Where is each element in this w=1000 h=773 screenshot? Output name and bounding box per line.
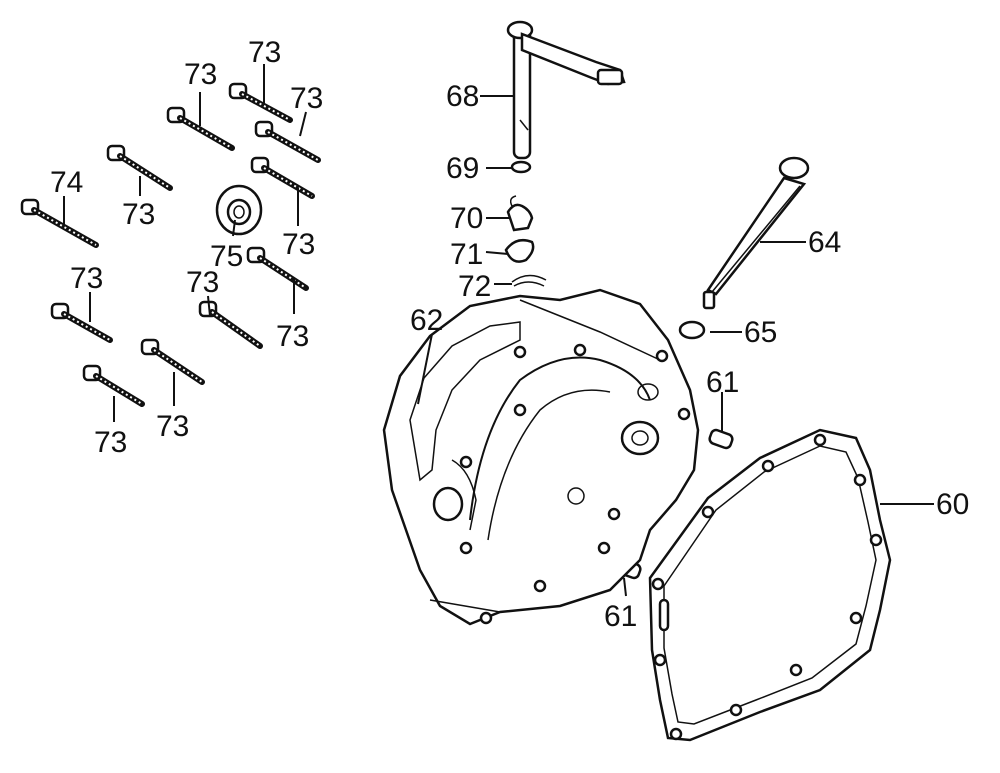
plate-71 [504,239,535,263]
callout-68: 68 [446,80,479,113]
callout-65: 65 [744,316,777,349]
callout-73-c: 73 [248,36,281,69]
bolt-73-f [246,246,309,291]
bolt-group [20,82,321,407]
callout-73-e: 73 [282,228,315,261]
bolt-73-b [166,106,235,151]
callout-61-lower: 61 [604,600,637,633]
callout-69: 69 [446,152,479,185]
spring-70 [506,195,534,232]
circlip-69 [510,160,532,174]
callout-62: 62 [410,304,443,337]
callout-73-g: 73 [70,262,103,295]
leader-lines [63,64,934,597]
callout-73-j: 73 [94,426,127,459]
callout-labels: 74 73 73 73 73 73 73 73 73 73 73 75 68 6… [50,36,969,633]
oil-dipstick-64 [702,156,810,310]
callout-60: 60 [936,488,969,521]
callout-64: 64 [808,226,841,259]
callout-73-h: 73 [186,266,219,299]
o-ring-65 [678,320,706,340]
gasket-60 [648,428,892,742]
callout-73-a: 73 [122,198,155,231]
callout-75: 75 [210,240,243,273]
shift-arm-68 [506,20,626,160]
bolt-73-a [106,144,173,191]
oil-seal-75 [215,184,263,236]
crankcase-cover-62 [382,288,700,626]
bolt-73-d [254,120,321,163]
bolt-73-i [140,338,205,385]
spring-72 [511,274,547,287]
bolt-74 [20,198,99,248]
bolt-73-e [250,156,315,199]
bolt-73-g [50,302,113,343]
callout-70: 70 [450,202,483,235]
dowel-pin-61-upper [708,428,734,450]
callout-72: 72 [458,270,491,303]
callout-61-upper: 61 [706,366,739,399]
callout-73-d: 73 [290,82,323,115]
callout-73-f: 73 [276,320,309,353]
bolt-73-j [82,364,145,407]
callout-73-i: 73 [156,410,189,443]
callout-73-b: 73 [184,58,217,91]
callout-74: 74 [50,166,83,199]
callout-71: 71 [450,238,483,271]
bolt-73-c [228,82,293,123]
